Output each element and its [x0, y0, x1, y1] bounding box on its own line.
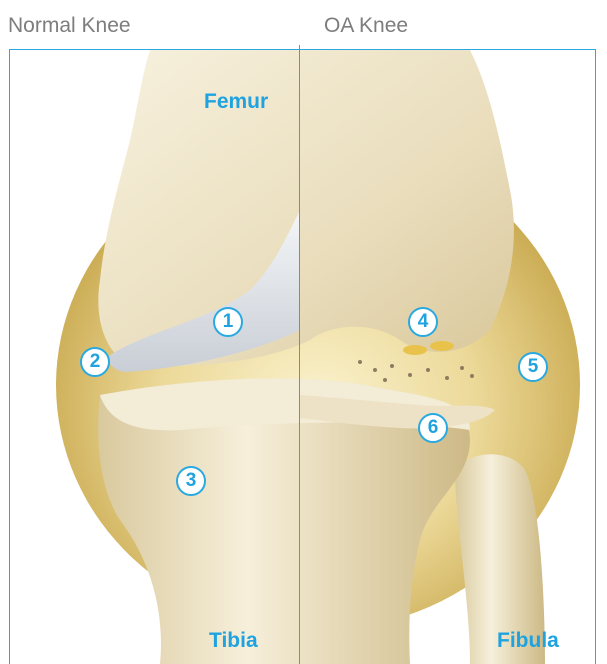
marker-2: 2 — [80, 347, 110, 377]
marker-1: 1 — [213, 307, 243, 337]
marker-3: 3 — [176, 466, 206, 496]
fibula-label: Fibula — [497, 629, 559, 653]
marker-6: 6 — [418, 413, 448, 443]
knee-divider-line — [299, 45, 300, 664]
tibia-label: Tibia — [209, 629, 258, 653]
marker-4: 4 — [408, 307, 438, 337]
marker-5: 5 — [518, 352, 548, 382]
femur-label: Femur — [204, 90, 268, 114]
